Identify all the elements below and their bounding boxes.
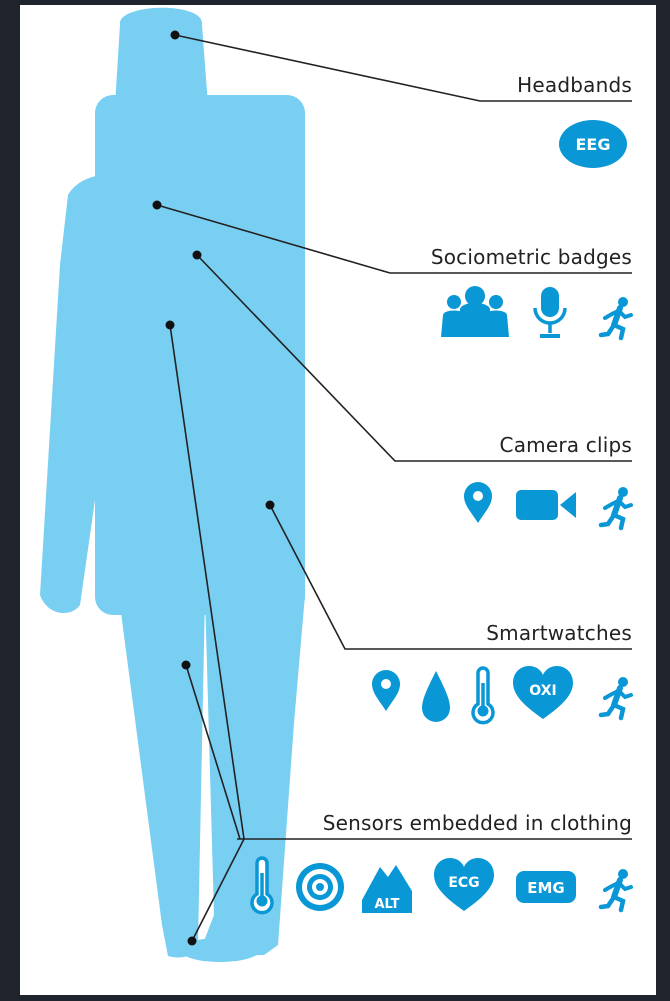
ecg-heart-badge: ECG: [434, 858, 494, 911]
sociometric-icons: [441, 286, 631, 338]
headbands-icons: EEG: [559, 120, 627, 168]
wrist-sensor-dot: [266, 501, 275, 510]
svg-text:OXI: OXI: [529, 683, 556, 699]
group-icon: [441, 286, 509, 337]
thigh-sensor-dot: [182, 661, 191, 670]
clothing-icons: ALT ECG EMG: [252, 858, 631, 913]
camera-clips-label: Camera clips: [500, 433, 632, 457]
chest-sensor-dot: [153, 201, 162, 210]
sensors-in-clothing-label: Sensors embedded in clothing: [323, 811, 632, 835]
altitude-mountain-icon: ALT: [362, 865, 412, 913]
running-person-icon: [601, 298, 631, 339]
head-sensor-dot: [171, 31, 180, 40]
smartwatches-label: Smartwatches: [486, 621, 632, 645]
running-person-icon: [601, 870, 631, 911]
oxi-heart-badge: OXI: [513, 666, 573, 719]
emg-badge: EMG: [516, 871, 576, 903]
left-leg: [102, 595, 205, 957]
camera-clips-icons: [464, 482, 631, 528]
svg-text:EEG: EEG: [576, 135, 611, 154]
running-person-icon: [601, 488, 631, 529]
smartwatches-icons: OXI: [372, 666, 631, 723]
headbands-label: Headbands: [517, 73, 632, 97]
running-person-icon: [601, 678, 631, 719]
water-drop-icon: [422, 671, 450, 722]
microphone-icon: [535, 287, 565, 336]
foot-sensor-dot: [188, 937, 197, 946]
target-icon: [296, 863, 344, 911]
video-camera-icon: [516, 490, 576, 520]
eeg-badge: EEG: [559, 120, 627, 168]
location-pin-icon: [372, 670, 400, 711]
sociometric-badges-label: Sociometric badges: [431, 245, 632, 269]
shoulder-sensor-dot: [193, 251, 202, 260]
svg-text:ECG: ECG: [448, 875, 479, 891]
diagram-canvas: EEG: [20, 5, 656, 995]
human-silhouette: [40, 8, 305, 962]
svg-text:ALT: ALT: [374, 897, 399, 912]
location-pin-icon: [464, 482, 492, 523]
svg-text:EMG: EMG: [527, 879, 565, 897]
thermometer-icon: [473, 668, 493, 723]
wearables-diagram: EEG: [20, 5, 656, 995]
torso-sensor-dot: [166, 321, 175, 330]
